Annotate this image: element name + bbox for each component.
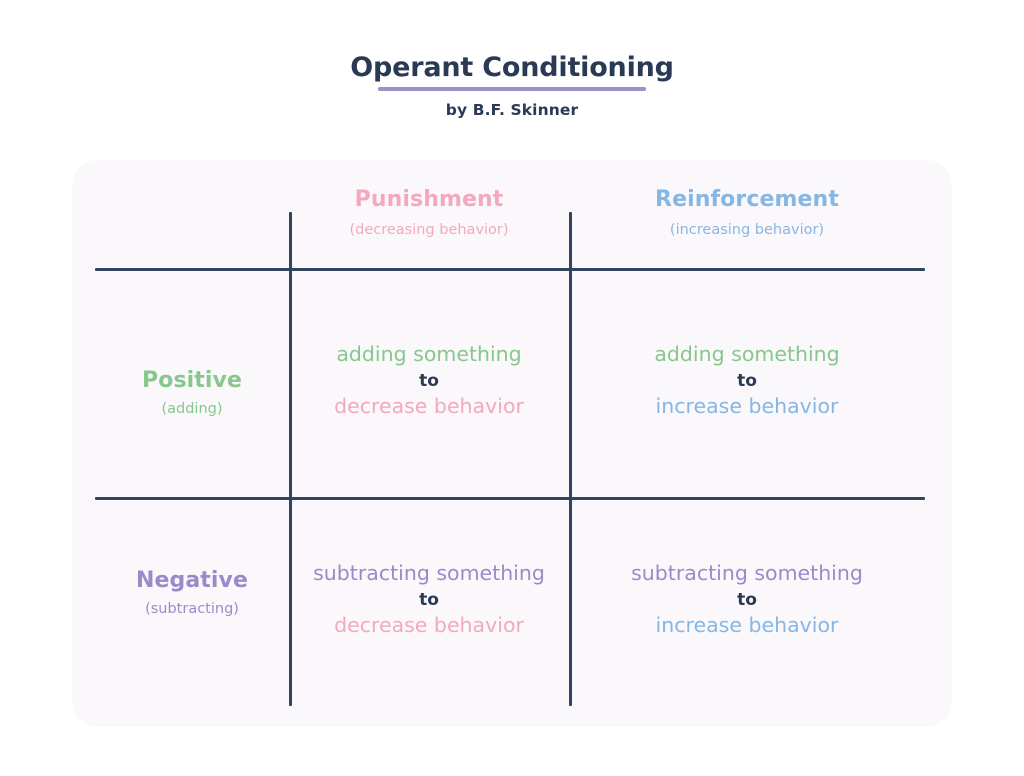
column-header-reinforcement-label: Reinforcement [655,187,839,212]
grid-horizontal-line-middle [95,497,925,500]
cell-positive-reinforcement-line-b: to [737,370,757,391]
cell-negative-punishment-line-c: decrease behavior [334,613,524,638]
cell-positive-reinforcement: adding something to increase behavior [569,341,925,421]
matrix-card [72,160,952,727]
title-underline [378,87,646,92]
column-header-punishment-label: Punishment [354,187,504,212]
row-header-negative-label: Negative [135,568,249,593]
row-header-negative-sublabel: (subtracting) [145,600,239,617]
row-header-positive-label: Positive [142,368,242,393]
row-header-positive-sublabel: (adding) [161,400,223,417]
grid-vertical-line-left [289,212,292,706]
cell-negative-punishment-line-a: subtracting something [313,561,545,585]
row-header-negative: Negative (subtracting) [95,567,289,618]
column-header-punishment: Punishment (decreasing behavior) [289,186,569,239]
column-header-reinforcement: Reinforcement (increasing behavior) [569,186,925,239]
grid-vertical-line-right [569,212,572,706]
grid-horizontal-line-top [95,268,925,271]
page-subtitle: by B.F. Skinner [445,101,579,120]
cell-positive-punishment-line-b: to [419,370,439,391]
cell-positive-punishment-line-a: adding something [336,342,522,366]
cell-negative-reinforcement-line-c: increase behavior [655,613,839,638]
cell-positive-reinforcement-line-a: adding something [654,342,840,366]
cell-negative-reinforcement-line-b: to [737,589,757,610]
cell-negative-reinforcement: subtracting something to increase behavi… [569,560,925,640]
row-header-positive: Positive (adding) [95,367,289,418]
cell-positive-punishment-line-c: decrease behavior [334,394,524,419]
page-header: Operant Conditioning by B.F. Skinner [0,0,1024,119]
cell-positive-punishment: adding something to decrease behavior [289,341,569,421]
cell-negative-reinforcement-line-a: subtracting something [631,561,863,585]
page-title: Operant Conditioning [350,52,674,83]
column-header-punishment-sublabel: (decreasing behavior) [349,221,509,238]
cell-negative-punishment: subtracting something to decrease behavi… [289,560,569,640]
column-header-reinforcement-sublabel: (increasing behavior) [669,221,825,238]
cell-negative-punishment-line-b: to [419,589,439,610]
cell-positive-reinforcement-line-c: increase behavior [655,394,839,419]
